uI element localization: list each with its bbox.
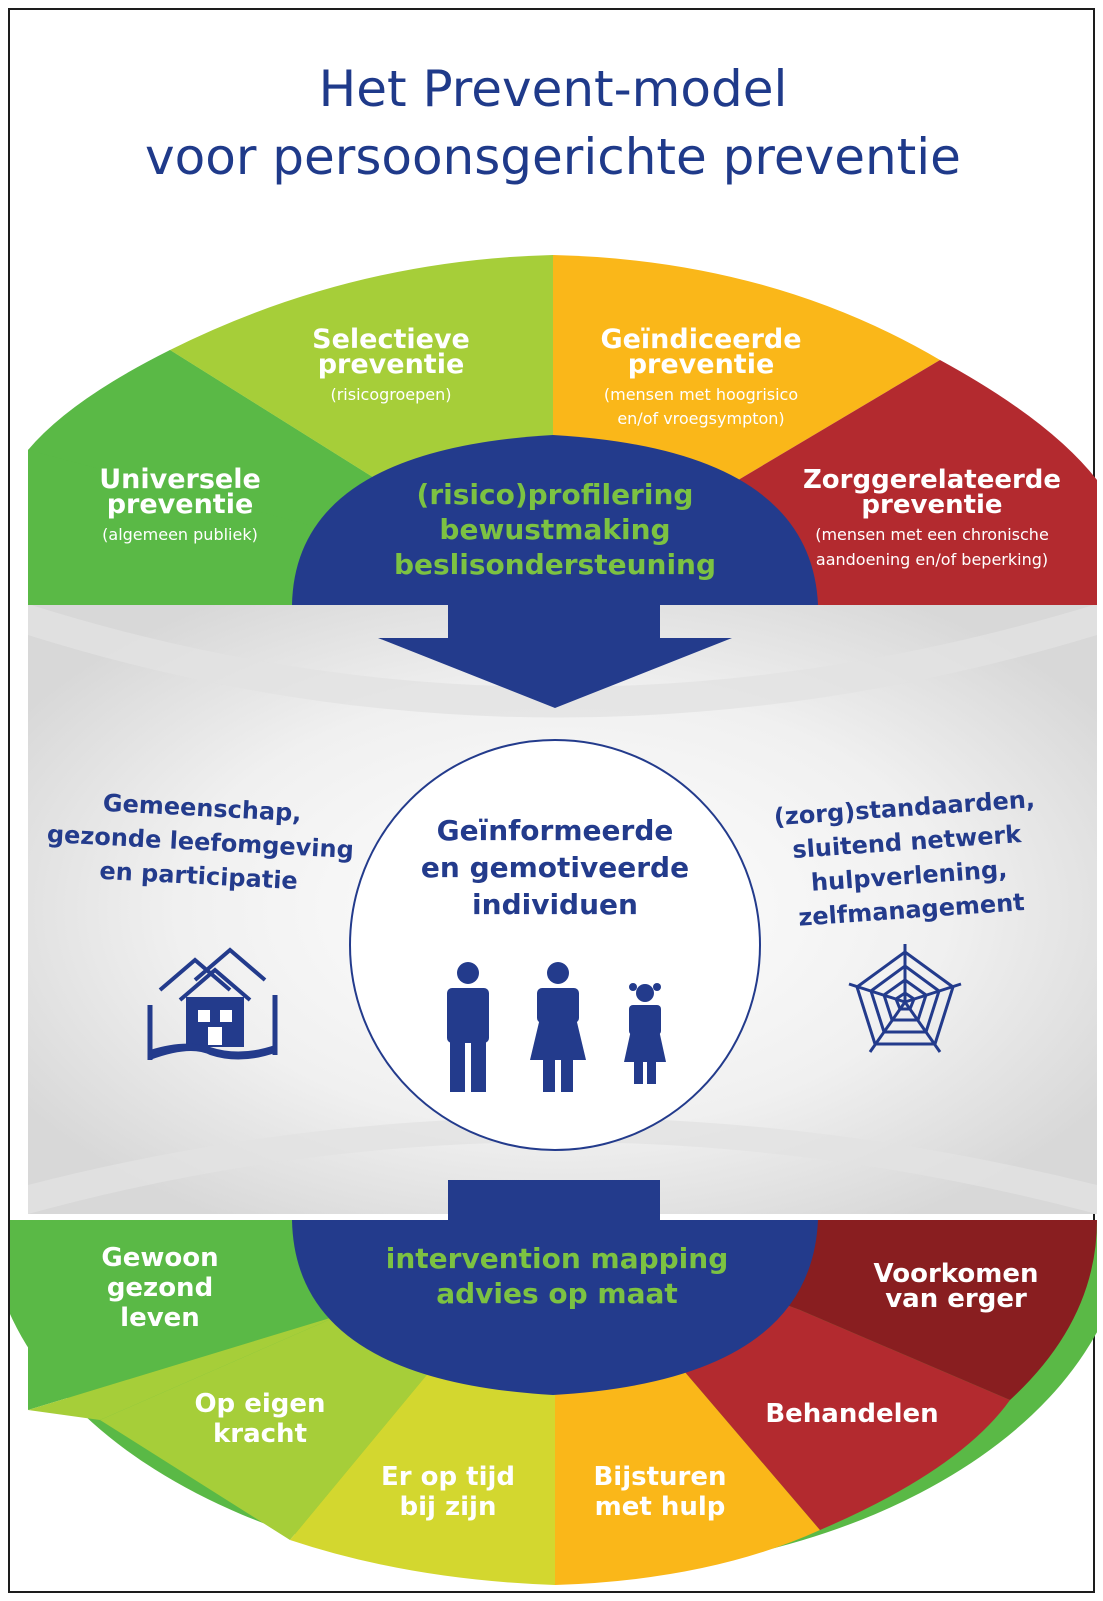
svg-text:(risico)profilering: (risico)profilering [417, 478, 694, 511]
svg-text:(risicogroepen): (risicogroepen) [330, 385, 451, 404]
woman-icon [530, 962, 586, 1092]
child-icon [624, 983, 666, 1084]
svg-text:bij zijn: bij zijn [400, 1492, 497, 1522]
label-selectieve: Selectieve preventie (risicogroepen) [312, 324, 470, 404]
svg-text:Er op tijd: Er op tijd [381, 1462, 515, 1492]
top-segments [28, 255, 1097, 605]
label-er-op-tijd: Er op tijd bij zijn [381, 1462, 515, 1522]
svg-text:beslisondersteuning: beslisondersteuning [394, 548, 716, 581]
top-center-dome [292, 435, 818, 605]
bottom-center-dome [292, 1220, 818, 1395]
label-zorggerelateerde: Zorggerelateerde preventie (mensen met e… [803, 465, 1061, 569]
title-line-2: voor persoonsgerichte preventie [145, 128, 961, 186]
svg-text:aandoening en/of beperking): aandoening en/of beperking) [816, 550, 1048, 569]
svg-text:Geïnformeerde: Geïnformeerde [437, 814, 674, 847]
svg-text:Gewoon: Gewoon [101, 1243, 218, 1273]
label-behandelen: Behandelen [765, 1399, 938, 1429]
label-op-eigen-kracht: Op eigen kracht [194, 1389, 325, 1449]
svg-text:(algemeen publiek): (algemeen publiek) [102, 525, 258, 544]
svg-text:preventie: preventie [628, 349, 775, 380]
top-center-text: (risico)profilering bewustmaking besliso… [394, 478, 716, 581]
bottom-center-text: intervention mapping advies op maat [386, 1242, 729, 1310]
svg-text:preventie: preventie [861, 490, 1002, 520]
svg-text:kracht: kracht [213, 1419, 307, 1449]
poster-frame: Het Prevent-model voor persoonsgerichte … [8, 8, 1097, 1593]
label-geindiceerde: Geïndiceerde preventie (mensen met hoogr… [600, 324, 801, 428]
label-universele: Universele preventie (algemeen publiek) [99, 464, 261, 544]
prevent-model-diagram: Het Prevent-model voor persoonsgerichte … [10, 60, 1097, 1585]
svg-text:Op eigen: Op eigen [194, 1389, 325, 1419]
svg-text:Bijsturen: Bijsturen [593, 1462, 726, 1492]
spider-web-icon [848, 944, 962, 1053]
svg-text:met hulp: met hulp [595, 1492, 726, 1522]
svg-text:(mensen met hoogrisico: (mensen met hoogrisico [604, 385, 798, 404]
houses-icon [147, 947, 278, 1060]
svg-text:Universele: Universele [99, 464, 261, 495]
svg-text:preventie: preventie [107, 489, 254, 520]
svg-text:advies op maat: advies op maat [436, 1277, 678, 1310]
svg-text:Geïndiceerde: Geïndiceerde [600, 324, 801, 355]
label-bijsturen: Bijsturen met hulp [593, 1462, 726, 1522]
title-line-1: Het Prevent-model [319, 60, 788, 118]
label-gewoon-gezond-leven: Gewoon gezond leven [101, 1243, 218, 1333]
svg-text:bewustmaking: bewustmaking [439, 513, 670, 546]
svg-text:en/of vroegsympton): en/of vroegsympton) [617, 409, 784, 428]
svg-text:gezond: gezond [107, 1273, 213, 1303]
svg-text:individuen: individuen [472, 888, 638, 921]
down-arrow [378, 604, 732, 708]
label-voorkomen-van-erger: Voorkomen van erger [874, 1259, 1039, 1314]
svg-text:en gemotiveerde: en gemotiveerde [421, 851, 689, 884]
bottom-segments [10, 1220, 1097, 1585]
circle-text: Geïnformeerde en gemotiveerde individuen [421, 814, 689, 921]
svg-text:Zorggerelateerde: Zorggerelateerde [803, 465, 1061, 495]
svg-text:van erger: van erger [885, 1284, 1027, 1314]
svg-text:(mensen met een chronische: (mensen met een chronische [815, 525, 1049, 544]
svg-text:Selectieve: Selectieve [312, 324, 470, 355]
svg-text:preventie: preventie [318, 349, 465, 380]
man-icon [447, 962, 489, 1092]
svg-text:intervention mapping: intervention mapping [386, 1242, 729, 1275]
svg-text:Voorkomen: Voorkomen [874, 1259, 1039, 1289]
svg-text:leven: leven [120, 1303, 200, 1333]
svg-text:Behandelen: Behandelen [765, 1399, 938, 1429]
